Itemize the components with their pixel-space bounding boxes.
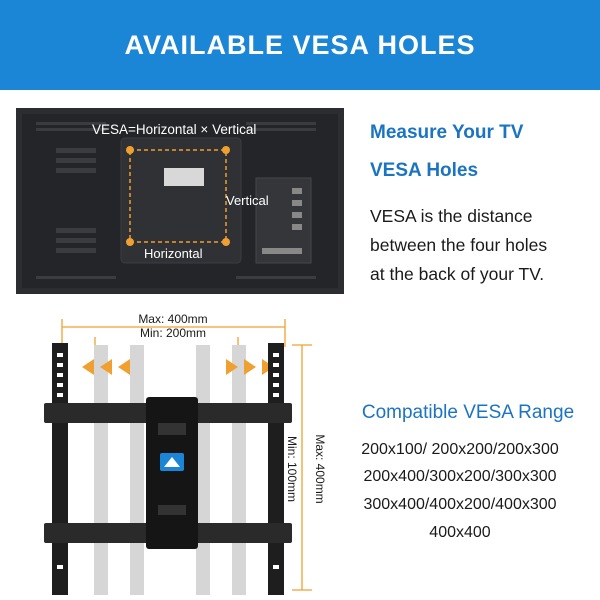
compat-range-line: 300x400/400x200/400x300 [363,496,557,513]
horizontal-max-label: Max: 400mm [138,312,207,326]
tv-label-sticker [164,168,204,186]
plate-slot [158,423,186,435]
arm-holes [57,353,279,569]
measure-title-line2: VESA Holes [370,160,479,181]
center-wall-plate [146,397,198,549]
desc-line: VESA is the distance [370,206,533,226]
vesa-dashed-outline [129,149,227,243]
horizontal-min-label: Min: 200mm [140,326,206,340]
desc-line: between the four holes [370,235,548,255]
measure-title-line1: Measure Your TV [370,122,524,143]
compat-range-line: 400x400 [429,524,491,541]
vesa-formula-label: VESA=Horizontal × Vertical [92,122,256,137]
measure-description: VESA is the distance between the four ho… [370,202,595,289]
vertical-min-label: Min: 100mm [285,436,299,502]
tv-back-illustration: VESA=Horizontal × Vertical Vertical Hori… [16,108,344,294]
compat-range-line: 200x400/300x200/300x300 [363,468,557,485]
wall-mount-bracket-illustration: Max: 400mm Min: 200mm [44,312,327,595]
slide-arrow-markers [82,359,274,375]
horizontal-label: Horizontal [144,246,203,261]
tv-center-bump [120,137,242,264]
vertical-dimension [292,344,312,591]
header-banner: AVAILABLE VESA HOLES [0,0,600,90]
vertical-max-label: Max: 400mm [313,434,327,503]
vertical-label: Vertical [226,193,269,208]
compat-range-line: 200x100/ 200x200/200x300 [361,441,559,458]
tv-ports [262,188,302,254]
vesa-hole-markers [126,146,230,246]
tv-vents [36,122,316,279]
desc-line: at the back of your TV. [370,264,545,284]
plate-slot-lower [158,505,186,515]
compat-title: Compatible VESA Range [361,402,575,423]
brand-logo-icon [160,453,184,471]
banner-title: AVAILABLE VESA HOLES [124,29,476,60]
